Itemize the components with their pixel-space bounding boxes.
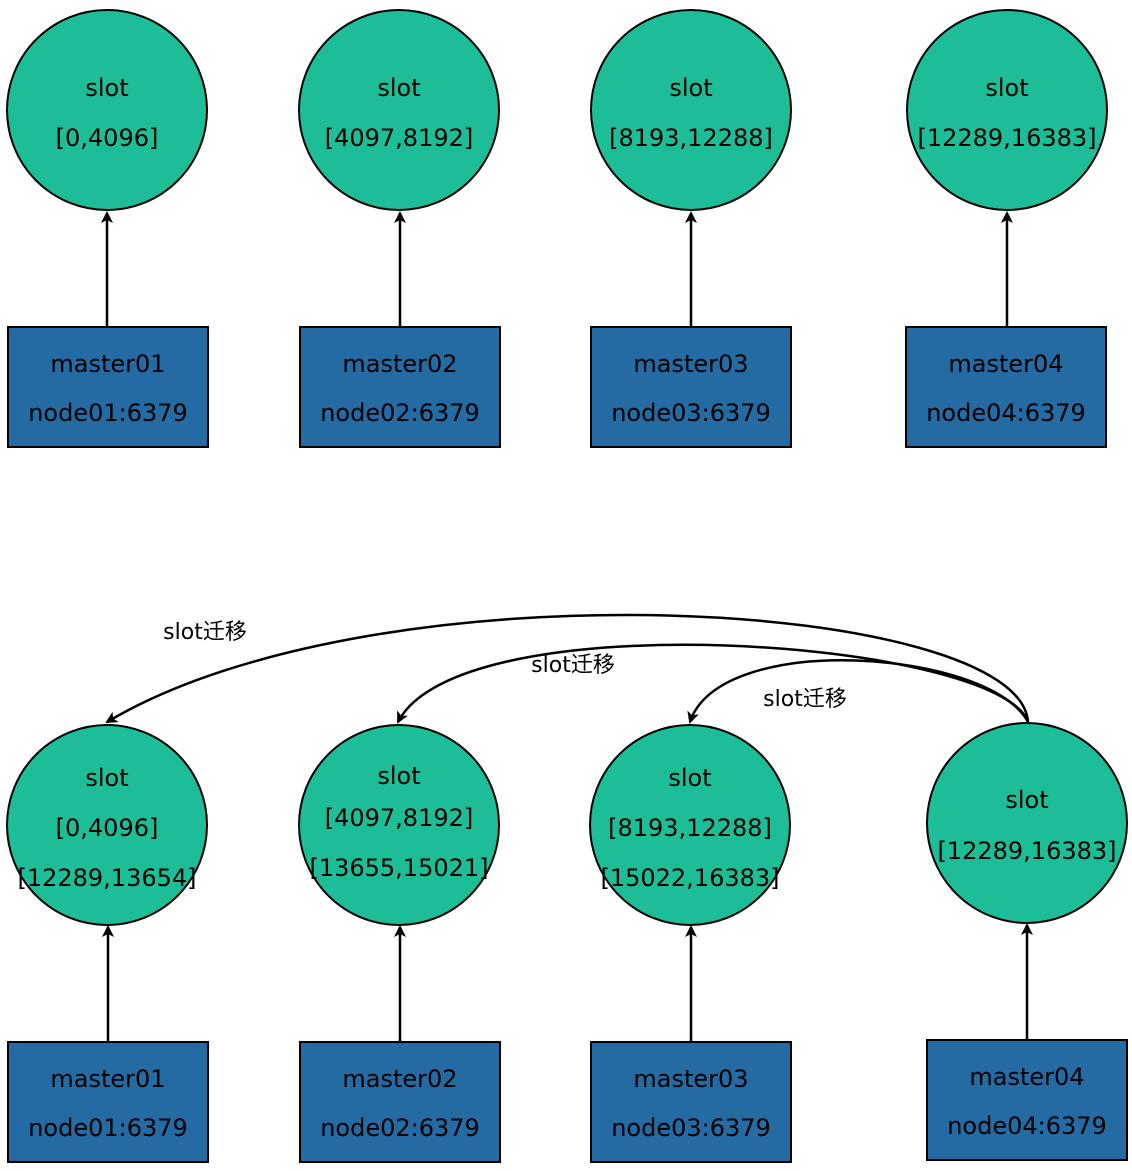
top-slot-node-2: slot [4097,8192] <box>298 9 500 211</box>
migration-arrow-1 <box>105 613 1030 724</box>
migration-label-1: slot迁移 <box>163 620 247 645</box>
slot-range: [0,4096] <box>56 814 159 842</box>
master-address: node04:6379 <box>947 1112 1107 1140</box>
bottom-master-box-1: master01 node01:6379 <box>7 1041 209 1163</box>
migration-label-2: slot迁移 <box>531 653 615 678</box>
slot-title: slot <box>1005 786 1048 814</box>
master-address: node03:6379 <box>611 1114 771 1142</box>
master-address: node01:6379 <box>28 399 188 427</box>
slot-title: slot <box>85 74 128 102</box>
master-name: master03 <box>633 1065 748 1093</box>
slot-range: [12289,16383] <box>937 837 1116 865</box>
top-master-box-4: master04 node04:6379 <box>905 326 1107 448</box>
migration-arrow-2 <box>396 643 1030 724</box>
bottom-master-box-2: master02 node02:6379 <box>299 1041 501 1163</box>
slot-title: slot <box>985 74 1028 102</box>
slot-range: [4097,8192] <box>325 804 474 832</box>
bottom-slot-node-4: slot [12289,16383] <box>926 722 1128 924</box>
master-address: node02:6379 <box>320 1114 480 1142</box>
master-address: node03:6379 <box>611 399 771 427</box>
master-address: node02:6379 <box>320 399 480 427</box>
slot-range: [15022,16383] <box>600 864 779 892</box>
master-name: master03 <box>633 350 748 378</box>
slot-range: [8193,12288] <box>608 814 772 842</box>
bottom-slot-node-2: slot [4097,8192] [13655,15021] <box>298 724 500 926</box>
top-master-box-3: master03 node03:6379 <box>590 326 792 448</box>
slot-range: [4097,8192] <box>325 124 474 152</box>
bottom-slot-node-1: slot [0,4096] [12289,13654] <box>6 724 208 926</box>
master-name: master04 <box>948 350 1063 378</box>
top-slot-node-1: slot [0,4096] <box>6 9 208 211</box>
top-slot-node-3: slot [8193,12288] <box>590 9 792 211</box>
slot-title: slot <box>85 764 128 792</box>
slot-range: [12289,13654] <box>17 864 196 892</box>
top-master-box-1: master01 node01:6379 <box>7 326 209 448</box>
bottom-master-box-3: master03 node03:6379 <box>590 1041 792 1163</box>
slot-title: slot <box>668 764 711 792</box>
master-name: master01 <box>50 350 165 378</box>
master-name: master02 <box>342 350 457 378</box>
slot-range: [13655,15021] <box>309 854 488 882</box>
master-address: node04:6379 <box>926 399 1086 427</box>
slot-range: [8193,12288] <box>609 124 773 152</box>
master-address: node01:6379 <box>28 1114 188 1142</box>
slot-title: slot <box>669 74 712 102</box>
migration-label-3: slot迁移 <box>763 687 847 712</box>
bottom-slot-node-3: slot [8193,12288] [15022,16383] <box>589 724 791 926</box>
master-name: master01 <box>50 1065 165 1093</box>
master-name: master04 <box>969 1063 1084 1091</box>
slot-title: slot <box>377 762 420 790</box>
slot-range: [0,4096] <box>56 124 159 152</box>
master-name: master02 <box>342 1065 457 1093</box>
top-slot-node-4: slot [12289,16383] <box>906 9 1108 211</box>
slot-range: [12289,16383] <box>917 124 1096 152</box>
bottom-master-box-4: master04 node04:6379 <box>926 1039 1128 1161</box>
slot-title: slot <box>377 74 420 102</box>
migration-arrow-3 <box>687 659 1030 724</box>
top-master-box-2: master02 node02:6379 <box>299 326 501 448</box>
